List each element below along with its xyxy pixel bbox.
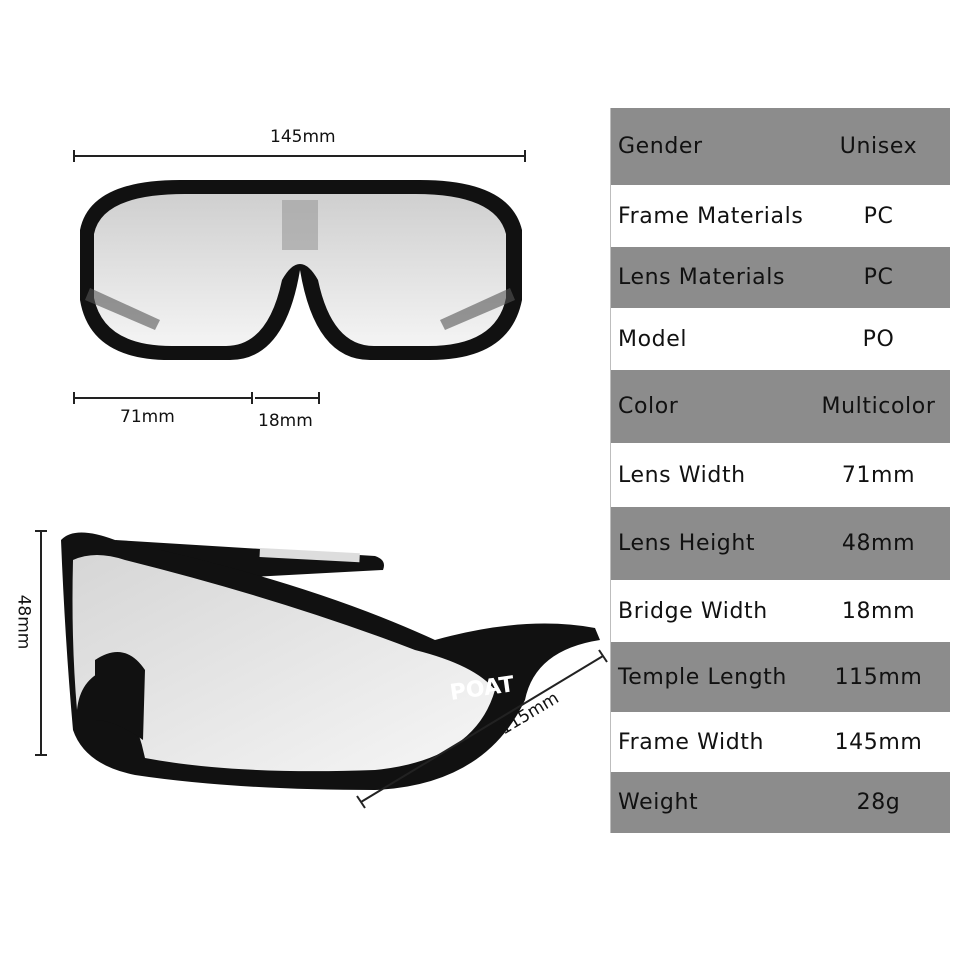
- spec-label: Frame Materials: [618, 203, 804, 229]
- dimension-tick: [35, 530, 47, 532]
- dimension-tick: [524, 150, 526, 162]
- temple-length-dimension-line: [356, 649, 608, 809]
- spec-value: PC: [863, 203, 894, 229]
- spec-label: Frame Width: [618, 729, 765, 755]
- spec-label: Bridge Width: [618, 598, 768, 624]
- spec-value: PC: [863, 265, 894, 290]
- spec-label: Lens Height: [618, 531, 756, 556]
- spec-value: 28g: [856, 790, 901, 815]
- spec-table: Gender Unisex Frame Materials PC Lens Ma…: [610, 108, 950, 833]
- frame-width-dimension-line: [73, 155, 526, 157]
- frame-width-label: 145mm: [270, 127, 336, 147]
- dimension-tick: [318, 392, 320, 404]
- bridge-width-dimension-line: [255, 397, 320, 399]
- spec-value: 115mm: [834, 664, 923, 690]
- bridge-width-label: 18mm: [258, 411, 313, 431]
- spec-value: Unisex: [839, 134, 918, 159]
- spec-row-lens-materials: Lens Materials PC: [611, 247, 950, 308]
- spec-label: Model: [618, 326, 688, 352]
- spec-label: Weight: [618, 790, 699, 815]
- dimension-tick: [35, 754, 47, 756]
- spec-row-lens-height: Lens Height 48mm: [611, 507, 950, 580]
- spec-row-lens-width: Lens Width 71mm: [611, 443, 950, 507]
- dimension-tick: [73, 392, 75, 404]
- spec-row-color: Color Multicolor: [611, 370, 950, 443]
- spec-row-frame-width: Frame Width 145mm: [611, 712, 950, 772]
- side-glasses-image: POAT: [61, 532, 600, 790]
- dimension-tick: [251, 392, 253, 404]
- spec-value: 18mm: [841, 598, 916, 624]
- spec-value: 71mm: [841, 462, 916, 488]
- spec-label: Temple Length: [618, 664, 787, 690]
- front-glasses-image: [80, 180, 522, 360]
- spec-row-gender: Gender Unisex: [611, 108, 950, 185]
- spec-label: Color: [618, 394, 679, 419]
- spec-row-temple-length: Temple Length 115mm: [611, 642, 950, 712]
- spec-value: PO: [862, 326, 895, 352]
- spec-row-bridge-width: Bridge Width 18mm: [611, 580, 950, 642]
- spec-row-model: Model PO: [611, 308, 950, 370]
- spec-value: 48mm: [841, 531, 916, 556]
- spec-row-weight: Weight 28g: [611, 772, 950, 833]
- spec-label: Lens Width: [618, 462, 746, 488]
- spec-row-frame-materials: Frame Materials PC: [611, 185, 950, 247]
- spec-value: Multicolor: [821, 394, 936, 419]
- spec-label: Gender: [618, 134, 703, 159]
- spec-label: Lens Materials: [618, 265, 786, 290]
- lens-width-dimension-line: [73, 397, 251, 399]
- lens-height-dimension-line: [40, 530, 42, 756]
- dimension-tick: [73, 150, 75, 162]
- lens-height-label: 48mm: [13, 594, 34, 650]
- spec-value: 145mm: [834, 729, 923, 755]
- lens-width-label: 71mm: [120, 407, 175, 427]
